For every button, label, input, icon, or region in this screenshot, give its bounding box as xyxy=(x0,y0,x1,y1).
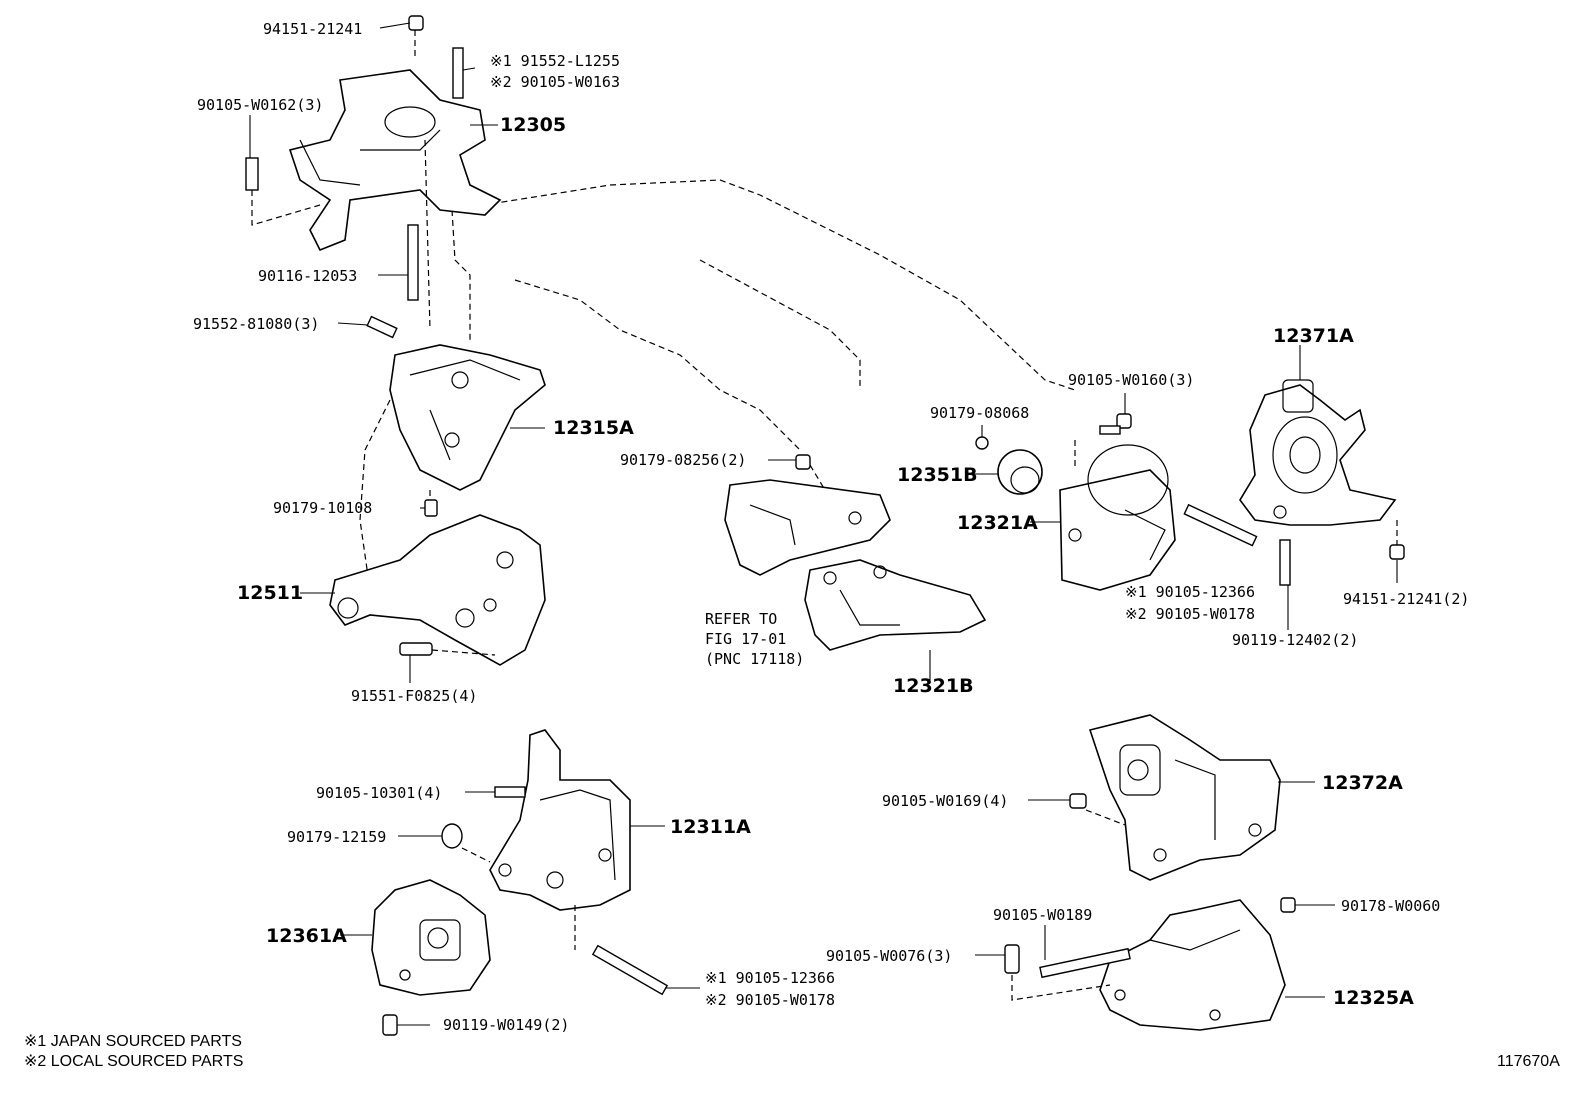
label-90179-08068: 90179-08068 xyxy=(930,404,1029,422)
label-90178-W0060: 90178-W0060 xyxy=(1341,897,1440,915)
label-91552-81080: 91552-81080(3) xyxy=(193,315,319,333)
label-refer-to: REFER TO xyxy=(705,610,777,628)
nut-icon xyxy=(424,499,438,517)
bolt-icon xyxy=(1099,425,1121,435)
label-12325A: 12325A xyxy=(1333,987,1414,1009)
engine-outline xyxy=(359,179,1076,591)
label-lower-90105-12366: ※1 90105-12366 xyxy=(705,969,835,987)
footnotes: ※1 JAPAN SOURCED PARTS ※2 LOCAL SOURCED … xyxy=(24,1033,1560,1070)
bolt-icon xyxy=(399,642,433,656)
label-90119-W0149: 90119-W0149(2) xyxy=(443,1016,569,1034)
nut-icon xyxy=(1389,544,1405,560)
label-refer-fig: FIG 17-01 xyxy=(705,630,786,648)
label-94151-21241-2: 94151-21241(2) xyxy=(1343,590,1469,608)
label-91552-L1255: ※1 91552-L1255 xyxy=(490,52,620,70)
note-local-sourced: ※2 LOCAL SOURCED PARTS xyxy=(24,1053,243,1070)
part-12311A[interactable] xyxy=(489,729,631,911)
label-90179-10108: 90179-10108 xyxy=(273,499,372,517)
label-90105-W0163: ※2 90105-W0163 xyxy=(490,73,620,91)
label-12311A: 12311A xyxy=(670,816,751,838)
bolt-icon xyxy=(1279,539,1291,586)
label-12321B: 12321B xyxy=(893,675,974,697)
label-12315A: 12315A xyxy=(553,417,634,439)
bolt-icon xyxy=(1004,944,1020,974)
label-12361A: 12361A xyxy=(266,925,347,947)
part-12325A[interactable] xyxy=(1099,899,1286,1031)
nut-icon xyxy=(975,436,989,450)
part-12372A[interactable] xyxy=(1088,714,1281,881)
label-90116-12053: 90116-12053 xyxy=(258,267,357,285)
label-12371A: 12371A xyxy=(1273,325,1354,347)
label-90119-12402: 90119-12402(2) xyxy=(1232,631,1358,649)
nut-icon xyxy=(795,454,811,470)
bolt-icon xyxy=(382,1014,398,1036)
label-12511: 12511 xyxy=(237,582,303,604)
bolt-icon xyxy=(591,944,669,996)
label-90105-W0162: 90105-W0162(3) xyxy=(197,96,323,114)
bolt-icon xyxy=(1039,947,1131,979)
label-90105-W0169: 90105-W0169(4) xyxy=(882,792,1008,810)
bolt-icon xyxy=(245,15,464,339)
label-90105-W0189: 90105-W0189 xyxy=(993,906,1092,924)
label-90179-08256: 90179-08256(2) xyxy=(620,451,746,469)
part-12321B[interactable] xyxy=(804,559,987,651)
label-90179-12159: 90179-12159 xyxy=(287,828,386,846)
label-90105-W0160: 90105-W0160(3) xyxy=(1068,371,1194,389)
part-engine-bracket[interactable] xyxy=(724,479,891,576)
bolt-icon xyxy=(1069,793,1087,809)
bolt-icon xyxy=(1116,413,1132,429)
label-12305: 12305 xyxy=(500,114,566,136)
label-12321A: 12321A xyxy=(957,512,1038,534)
label-90105-10301: 90105-10301(4) xyxy=(316,784,442,802)
label-upper-90105-W0178: ※2 90105-W0178 xyxy=(1125,605,1255,623)
part-12361A[interactable] xyxy=(371,879,491,996)
label-lower-90105-W0178: ※2 90105-W0178 xyxy=(705,991,835,1009)
leader-lines xyxy=(249,22,1398,1026)
label-upper-90105-12366: ※1 90105-12366 xyxy=(1125,583,1255,601)
bolt-icon xyxy=(494,786,526,798)
figure-id: 117670A xyxy=(1497,1053,1560,1070)
label-refer-pnc: (PNC 17118) xyxy=(705,650,804,668)
label-90105-W0076: 90105-W0076(3) xyxy=(826,947,952,965)
part-12351B[interactable] xyxy=(997,449,1043,495)
part-number-labels: 94151-21241 ※1 91552-L1255 ※2 90105-W016… xyxy=(193,20,1469,1034)
label-94151-21241: 94151-21241 xyxy=(263,20,362,38)
part-12511[interactable] xyxy=(329,514,546,666)
note-japan-sourced: ※1 JAPAN SOURCED PARTS xyxy=(24,1033,242,1050)
nut-icon xyxy=(441,823,463,849)
part-12315A[interactable] xyxy=(389,344,546,491)
bolt-icon xyxy=(1183,503,1258,547)
part-12321A[interactable] xyxy=(1059,444,1176,591)
label-12351B: 12351B xyxy=(897,464,978,486)
part-12371A[interactable] xyxy=(1239,379,1397,526)
label-12372A: 12372A xyxy=(1322,772,1403,794)
label-91551-F0825: 91551-F0825(4) xyxy=(351,687,477,705)
part-12305[interactable] xyxy=(288,69,502,252)
nut-icon xyxy=(1280,897,1296,913)
